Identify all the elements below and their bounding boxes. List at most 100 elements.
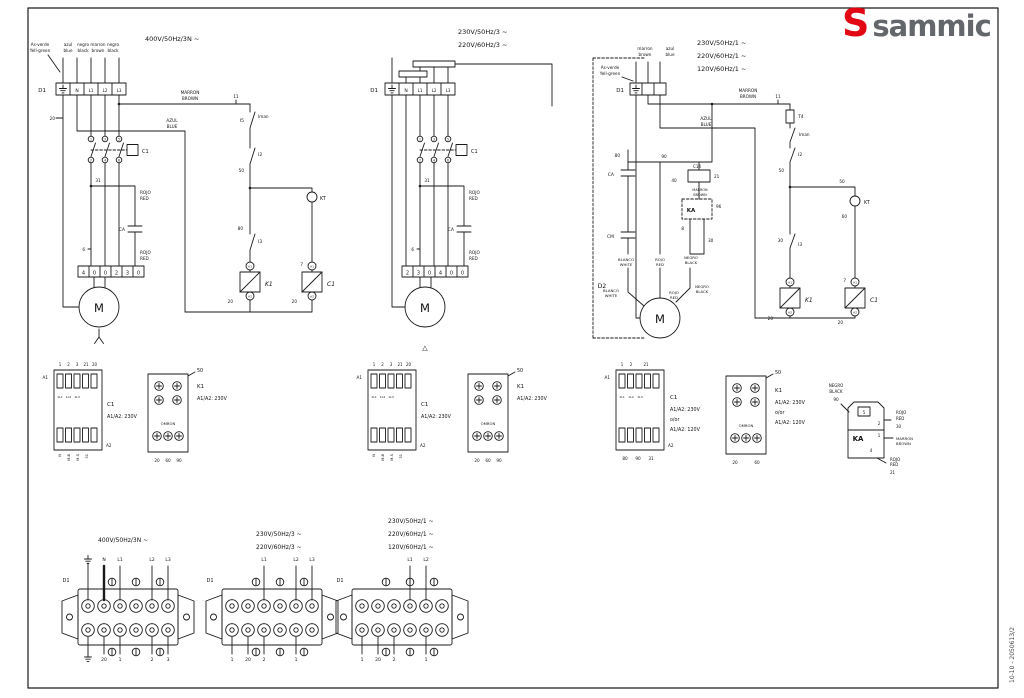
b3-b20: 20 — [375, 657, 381, 663]
c1-i5: I5 — [240, 118, 244, 124]
c1-c1coil-a1: A1 — [310, 265, 314, 269]
c3-ka-brown2: BROWN — [896, 441, 911, 446]
mains-connector-230v1 — [335, 577, 469, 657]
c1-det-p3: 3 — [76, 362, 79, 367]
c1-k1: K1 — [265, 281, 273, 288]
c1-strip-2: 0 — [93, 271, 96, 277]
c2-delta: △ — [422, 344, 428, 352]
b2-b2: 2 — [263, 657, 266, 663]
c1-strip-6: 0 — [137, 271, 140, 277]
c3-title-1: 230V/50Hz/1 ~ — [697, 39, 746, 47]
c1-om-50: 50 — [197, 368, 203, 374]
b3-b2: 2 — [393, 657, 396, 663]
c1-rojo2-en: RED — [140, 256, 149, 261]
c3-96: 96 — [716, 204, 722, 209]
c1-wire-earth-es: As-verde — [31, 42, 50, 47]
c3-det-p2: 2 — [630, 362, 633, 367]
b3-title-2: 220V/60Hz/1 ~ — [388, 531, 434, 538]
motor-symbol — [78, 286, 120, 328]
sammic-logo-text: sammic — [872, 9, 991, 43]
c1-strip-1: 4 — [82, 271, 85, 277]
c1-wire-n-es: azul — [64, 42, 73, 47]
b2-d1: D1 — [206, 578, 213, 584]
c2-om-omron: OMRON — [481, 421, 496, 426]
c3-det-1l3: 1L3 — [637, 395, 643, 399]
c2-det-31: 31 — [399, 454, 403, 459]
b2-b1b: 1 — [295, 657, 298, 663]
c1-om-name: K1 — [197, 384, 204, 390]
c3-det-oor: o/or — [670, 417, 679, 423]
c2-term-l3: L3 — [446, 88, 451, 93]
c1-wire-l3-es: negro — [107, 42, 120, 47]
c3-8: 8 — [681, 226, 684, 231]
c3-kt: KT — [864, 200, 870, 206]
c2-det-name: C1 — [421, 402, 428, 408]
c2-det-p3: 3 — [390, 362, 393, 367]
c1-blue: BLUE — [167, 124, 178, 129]
c2-det-volt: A1/A2: 230V — [421, 414, 452, 420]
c1-det-ms: M-S — [76, 453, 80, 460]
motor-symbol — [639, 297, 681, 339]
c3-ka-5: 5 — [863, 410, 866, 415]
c3-det-v1: A1/A2: 230V — [670, 407, 701, 413]
c3-iman: Iman — [799, 132, 810, 137]
c3-11: 11 — [775, 94, 781, 99]
c3-30b: 30 — [778, 238, 784, 243]
c2-rojo1-en: RED — [469, 196, 478, 201]
b1-b3: 3 — [167, 657, 170, 663]
b2-b20: 20 — [245, 657, 251, 663]
c3-ca: CA — [608, 172, 615, 178]
b1-l1: L1 — [117, 557, 123, 563]
c3-30: 30 — [708, 238, 714, 243]
c2-strip-6: 0 — [461, 271, 464, 277]
c1-brown: BROWN — [182, 96, 198, 101]
terminal-connection-diagrams — [61, 555, 469, 662]
c3-rojo2-en: RED — [670, 295, 678, 300]
sammic-logo-mark: S — [842, 1, 870, 45]
c1-c1coil: C1 — [327, 281, 335, 288]
c3-om-20: 20 — [732, 460, 738, 465]
b3-l1: L1 — [407, 557, 413, 563]
earth-icon — [84, 653, 92, 662]
c2-det-a2: A2 — [420, 443, 426, 448]
c1-c1coil-a2: A2 — [310, 295, 314, 299]
k1-coil — [239, 271, 261, 293]
star-winding-icon — [94, 328, 104, 344]
c2-det-n: N — [372, 454, 376, 457]
mains-connector-230v3 — [205, 577, 339, 657]
c3-det-a1: A1 — [604, 375, 610, 380]
c3-ka: KA — [687, 208, 696, 214]
c1-term-n: N — [75, 88, 78, 94]
c2-title-1: 230V/50Hz/3 ~ — [458, 28, 507, 36]
c2-term-n: N — [404, 88, 407, 94]
c3-om-name: K1 — [775, 388, 782, 394]
c2-strip-5: 0 — [450, 271, 453, 277]
t4-fuse — [785, 109, 795, 124]
c1-det-a1: A1 — [42, 375, 48, 380]
c1-det-volt: A1/A2: 230V — [107, 414, 138, 420]
schematic-linework — [27, 7, 999, 689]
b3-title-3: 120V/60Hz/1 ~ — [388, 544, 434, 551]
c3-ka-90: 90 — [833, 397, 839, 402]
c1-pole1-top: 1 — [90, 137, 92, 141]
c3-k1: K1 — [805, 297, 813, 304]
sammic-logo: S sammic — [842, 1, 992, 45]
c3-t4: T4 — [797, 114, 804, 120]
b1-n: N — [102, 557, 105, 563]
c3-ka-black: BLACK — [829, 389, 843, 394]
b2-l3: L3 — [309, 557, 315, 563]
c3-ka-rojo1-es: ROJO — [896, 410, 906, 415]
c3-d2: D2 — [598, 283, 607, 290]
c1-motor: M — [94, 301, 104, 315]
timer-contact-symbol — [849, 195, 861, 207]
c2-strip-4: 4 — [439, 271, 442, 277]
c3-azul: AZUL — [700, 116, 712, 121]
c2-pole2-bot: 4 — [433, 158, 435, 162]
c1-term-l3: L3 — [117, 88, 122, 93]
c3-ka-21: 21 — [890, 470, 896, 475]
b2-title-1: 230V/50Hz/3 ~ — [256, 531, 302, 538]
c2-d1: D1 — [370, 88, 378, 94]
enclosure-boundary — [592, 57, 645, 339]
c3-ka-marron: MARRON — [692, 188, 708, 192]
